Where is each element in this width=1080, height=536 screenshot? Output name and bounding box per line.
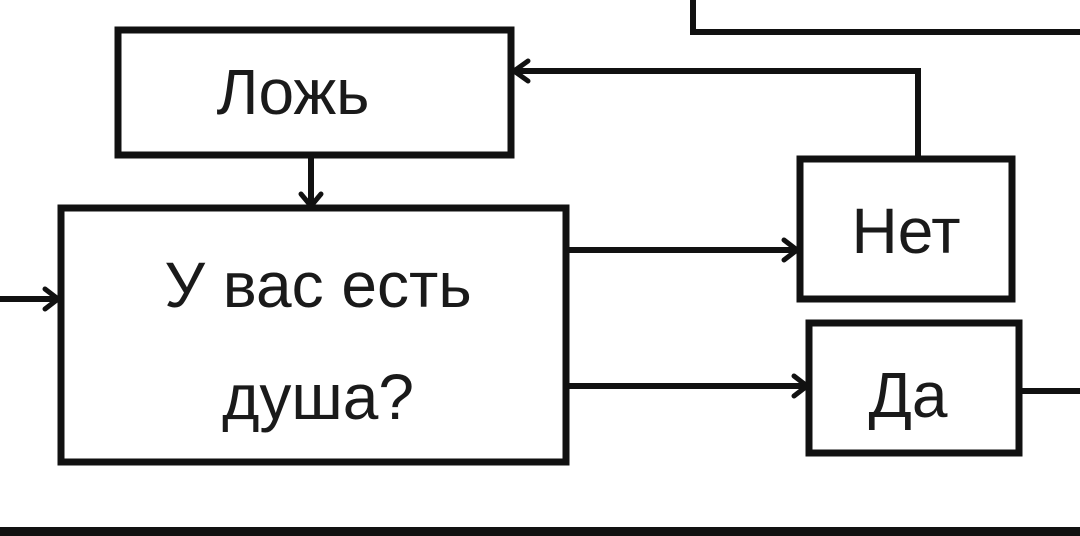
node-false: Ложь (114, 26, 515, 159)
node-question-line1: У вас есть (164, 249, 471, 321)
node-yes: Да (805, 319, 1023, 457)
node-question-line2: душа? (222, 361, 414, 433)
node-false-label: Ложь (216, 56, 369, 128)
node-question: У вас есть душа? (57, 204, 570, 466)
node-no: Нет (796, 155, 1016, 303)
edge-no-to-false (514, 68, 921, 157)
bottom-divider (0, 527, 1080, 536)
cropped-top-box-outline (690, 0, 1080, 35)
node-yes-label: Да (869, 359, 948, 431)
node-no-label: Нет (852, 195, 961, 267)
